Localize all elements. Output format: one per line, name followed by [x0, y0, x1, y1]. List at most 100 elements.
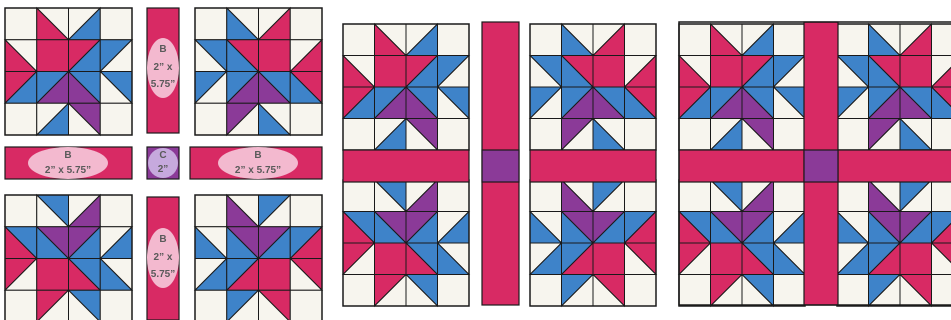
- patch: [290, 72, 322, 104]
- patch: [562, 56, 594, 88]
- patch: [438, 87, 470, 119]
- patch: [900, 87, 932, 119]
- patch: [679, 119, 711, 151]
- patch: [625, 87, 657, 119]
- patch: [343, 212, 375, 244]
- patch: [290, 103, 322, 135]
- patch: [259, 227, 291, 259]
- patch: [406, 275, 438, 307]
- patch: [438, 56, 470, 88]
- patch: [742, 119, 774, 151]
- label-strip-bottom: B 2” x 5.75”: [147, 228, 179, 288]
- patch: [37, 40, 69, 72]
- patch: [37, 227, 69, 259]
- patch: [530, 119, 562, 151]
- patch: [774, 119, 806, 151]
- patch: [343, 87, 375, 119]
- patch: [195, 40, 227, 72]
- patch: [932, 212, 951, 244]
- patch: [438, 275, 470, 307]
- patch: [100, 259, 132, 291]
- patch: [375, 180, 407, 212]
- patch: [375, 275, 407, 307]
- patch: [774, 212, 806, 244]
- patch: [290, 290, 322, 320]
- star-block-bottom-right: [837, 180, 951, 306]
- cornerstone-square: [804, 150, 838, 182]
- patch: [100, 103, 132, 135]
- patch: [900, 119, 932, 151]
- patch: [869, 119, 901, 151]
- patch: [774, 56, 806, 88]
- patch: [195, 195, 227, 227]
- patch: [679, 212, 711, 244]
- label-strip-top-size-2: 5.75”: [151, 79, 175, 90]
- patch: [375, 24, 407, 56]
- patch: [711, 243, 743, 275]
- patch: [343, 275, 375, 307]
- patch: [711, 119, 743, 151]
- patch: [679, 243, 711, 275]
- patch: [5, 259, 37, 291]
- patch: [869, 24, 901, 56]
- patch: [227, 72, 259, 104]
- patch: [100, 195, 132, 227]
- patch: [837, 243, 869, 275]
- patch: [742, 24, 774, 56]
- label-strip-bottom-code: B: [159, 234, 166, 245]
- patch: [869, 180, 901, 212]
- patch: [195, 8, 227, 40]
- star-block-bottom-right: [195, 195, 322, 320]
- patch: [69, 290, 101, 320]
- patch: [742, 243, 774, 275]
- patch: [869, 56, 901, 88]
- star-block-top-left: [679, 24, 805, 150]
- patch: [593, 24, 625, 56]
- patch: [837, 24, 869, 56]
- patch: [343, 56, 375, 88]
- patch: [932, 87, 951, 119]
- patch: [593, 212, 625, 244]
- label-strip-left-code: B: [64, 150, 71, 161]
- patch: [625, 24, 657, 56]
- patch: [69, 8, 101, 40]
- patch: [625, 56, 657, 88]
- patch: [290, 195, 322, 227]
- star-block-bottom-left: [5, 195, 132, 320]
- patch: [900, 212, 932, 244]
- patch: [69, 40, 101, 72]
- patch: [562, 87, 594, 119]
- patch: [227, 227, 259, 259]
- patch: [625, 212, 657, 244]
- patch: [69, 227, 101, 259]
- patch: [742, 56, 774, 88]
- patch: [562, 275, 594, 307]
- patch: [774, 243, 806, 275]
- patch: [406, 56, 438, 88]
- patch: [679, 87, 711, 119]
- patch: [406, 180, 438, 212]
- patch: [679, 56, 711, 88]
- patch: [375, 243, 407, 275]
- patch: [530, 275, 562, 307]
- patch: [562, 24, 594, 56]
- star-block-bottom-left: [679, 180, 805, 306]
- patch: [195, 103, 227, 135]
- patch: [259, 290, 291, 320]
- patch: [625, 243, 657, 275]
- patch: [227, 259, 259, 291]
- patch: [932, 243, 951, 275]
- patch: [100, 227, 132, 259]
- patch: [837, 119, 869, 151]
- patch: [593, 119, 625, 151]
- sashing-strip-left: [343, 150, 469, 182]
- patch: [932, 119, 951, 151]
- patch: [593, 56, 625, 88]
- patch: [742, 275, 774, 307]
- patch: [375, 56, 407, 88]
- patch: [100, 8, 132, 40]
- label-corner-square: C 2”: [148, 148, 178, 178]
- star-block-bottom-right: [530, 180, 656, 306]
- patch: [869, 275, 901, 307]
- patch: [869, 87, 901, 119]
